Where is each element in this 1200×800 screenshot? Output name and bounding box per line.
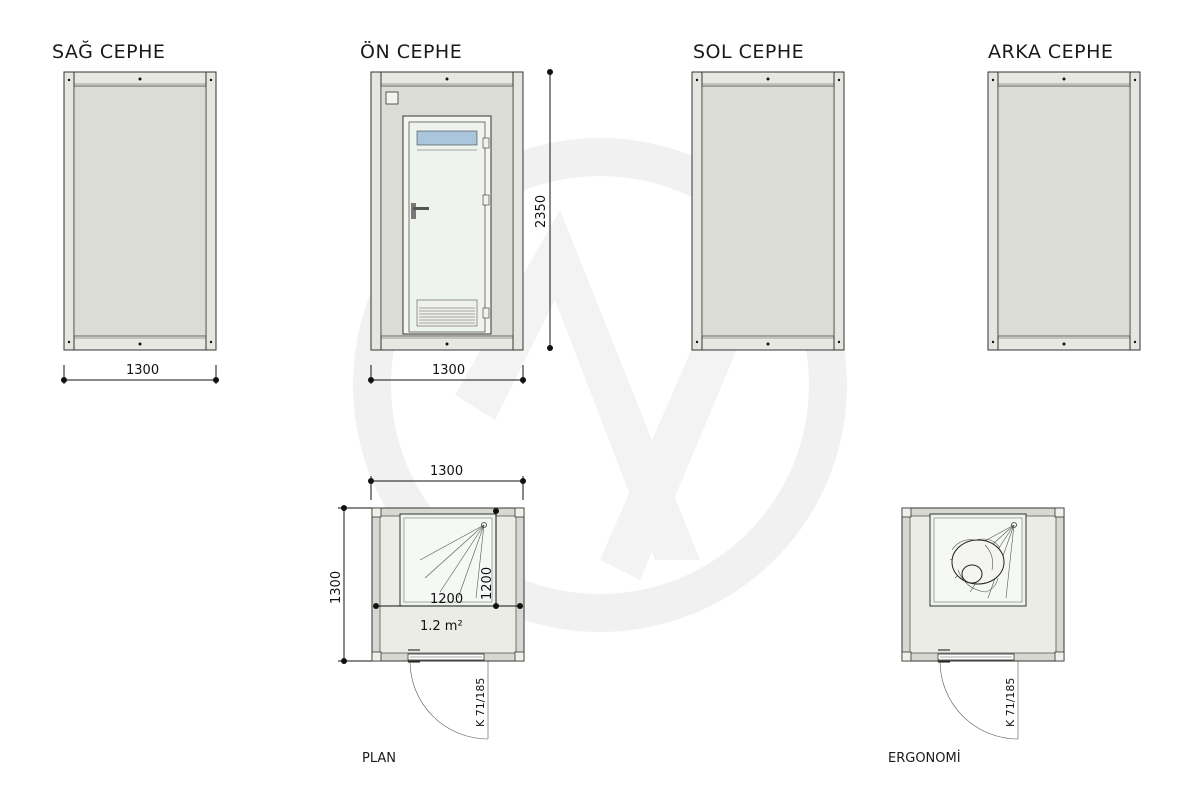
- ergonomics-cabin: [901, 507, 1065, 663]
- ergonomics-caption: ERGONOMİ: [888, 750, 961, 766]
- back-elevation: [987, 71, 1141, 351]
- front-height-dimension: 2350: [534, 69, 553, 351]
- right-width-label: 1300: [126, 363, 159, 378]
- title-front-elevation: ÖN CEPHE: [360, 40, 462, 63]
- plan-shower-width-label: 1200: [430, 592, 463, 607]
- plan-top-dimension: 1300: [368, 464, 526, 500]
- plan-side-label: 1300: [329, 571, 344, 604]
- door-handle-icon: [411, 203, 429, 219]
- plan-caption: PLAN: [362, 751, 396, 766]
- plan-side-dimension: 1300: [329, 505, 372, 664]
- plan-door-swing: K 71/185: [409, 660, 489, 740]
- ergonomics-door-label: K 71/185: [1004, 678, 1017, 727]
- title-right-elevation: SAĞ CEPHE: [52, 39, 165, 63]
- left-elevation: [691, 71, 845, 351]
- title-back-elevation: ARKA CEPHE: [988, 41, 1113, 63]
- right-width-dimension: 1300: [61, 363, 219, 384]
- title-left-elevation: SOL CEPHE: [693, 41, 804, 63]
- front-elevation: [370, 71, 524, 351]
- vent-icon: [385, 91, 399, 105]
- ergonomics-shower-tray: [929, 513, 1027, 607]
- front-height-label: 2350: [534, 195, 549, 228]
- shower-tray: [399, 513, 497, 607]
- plan-area-label: 1.2 m²: [420, 619, 463, 634]
- door-transom: [416, 130, 478, 146]
- plan-cabin: 1200 1200 1.2 m²: [371, 507, 525, 663]
- human-figure-icon: [951, 538, 1005, 593]
- front-door: [402, 115, 492, 335]
- front-width-label: 1300: [432, 363, 465, 378]
- front-width-dimension: 1300: [368, 363, 526, 384]
- plan-top-label: 1300: [430, 464, 463, 479]
- plan-shower-depth-label: 1200: [480, 567, 495, 600]
- ergonomics-door-swing: K 71/185: [939, 660, 1019, 740]
- right-elevation: [63, 71, 217, 351]
- plan-door-label: K 71/185: [474, 678, 487, 727]
